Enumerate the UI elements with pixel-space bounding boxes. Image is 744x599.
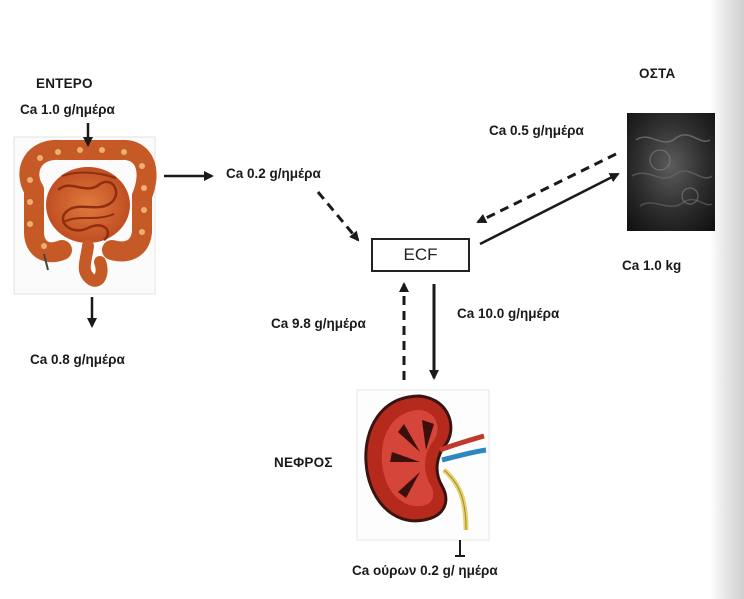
arrows (88, 123, 618, 556)
bone-exchange-label: Ca 0.5 g/ημέρα (489, 123, 584, 138)
reabsorbed-label: Ca 9.8 g/ημέρα (271, 316, 366, 331)
ecf-label: ECF (404, 245, 438, 265)
bone-store-label: Ca 1.0 kg (622, 258, 681, 273)
arrow-bone-deposit (480, 174, 618, 244)
arrow-bone-release (478, 154, 616, 222)
bone-image (627, 113, 715, 231)
kidney-image (357, 390, 489, 540)
arrow-absorbed (318, 192, 358, 240)
intestine-image (14, 137, 155, 294)
filtered-label: Ca 10.0 g/ημέρα (457, 306, 559, 321)
absorbed-label: Ca 0.2 g/ημέρα (226, 166, 321, 181)
ecf-box: ECF (371, 238, 470, 272)
fecal-label: Ca 0.8 g/ημέρα (30, 352, 125, 367)
urine-label: Ca ούρων 0.2 g/ ημέρα (352, 563, 498, 578)
intestine-title: ΕΝΤΕΡΟ (36, 76, 93, 91)
intake-label: Ca 1.0 g/ημέρα (20, 102, 115, 117)
kidney-title: ΝΕΦΡΟΣ (274, 455, 333, 470)
bone-title: ΟΣΤΑ (639, 66, 675, 81)
